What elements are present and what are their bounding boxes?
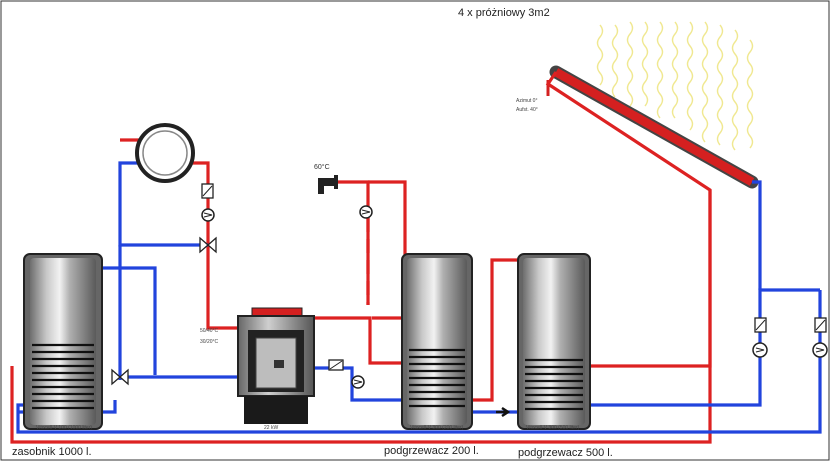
boiler <box>237 307 315 424</box>
flow-arrow-icon <box>496 406 511 418</box>
tank-zasobnik <box>23 253 103 430</box>
pump-icon <box>201 205 828 389</box>
tank-caption-200: podgrzewacz 200 l. <box>384 445 479 457</box>
tank-model-zasobnik: Vitocell-V 100 (1000 liter) <box>36 425 93 431</box>
expansion-vessel <box>135 123 195 183</box>
tank-model-500: Vitocell-V 300 (500 liter) <box>526 425 580 431</box>
collector-label: 4 x próżniowy 3m2 <box>458 7 550 19</box>
tap-icon <box>318 175 338 194</box>
solar-collector <box>546 65 759 189</box>
boiler-temps2: 30/20°C <box>200 339 219 345</box>
tank-caption-500: podgrzewacz 500 l. <box>518 447 613 459</box>
collector-tilt: Aufst. 40° <box>516 107 538 113</box>
tank-model-200: Vitocell-V 300 (200 liter) <box>410 425 464 431</box>
tank-podgrzewacz-200 <box>401 253 473 430</box>
flow-meter-marks <box>202 185 826 370</box>
tap-temperature: 60°C <box>314 164 330 171</box>
boiler-power: 22 kW <box>264 425 279 431</box>
sun-heat-waves <box>596 21 754 151</box>
tank-podgrzewacz-500 <box>517 253 591 430</box>
tank-caption-zasobnik: zasobnik 1000 l. <box>12 446 92 458</box>
pump-arrows <box>203 209 825 385</box>
boiler-temps: 50/40°C <box>200 328 219 334</box>
three-way-valve-icon <box>111 236 217 386</box>
collector-azimuth: Azimut 0° <box>516 98 538 104</box>
